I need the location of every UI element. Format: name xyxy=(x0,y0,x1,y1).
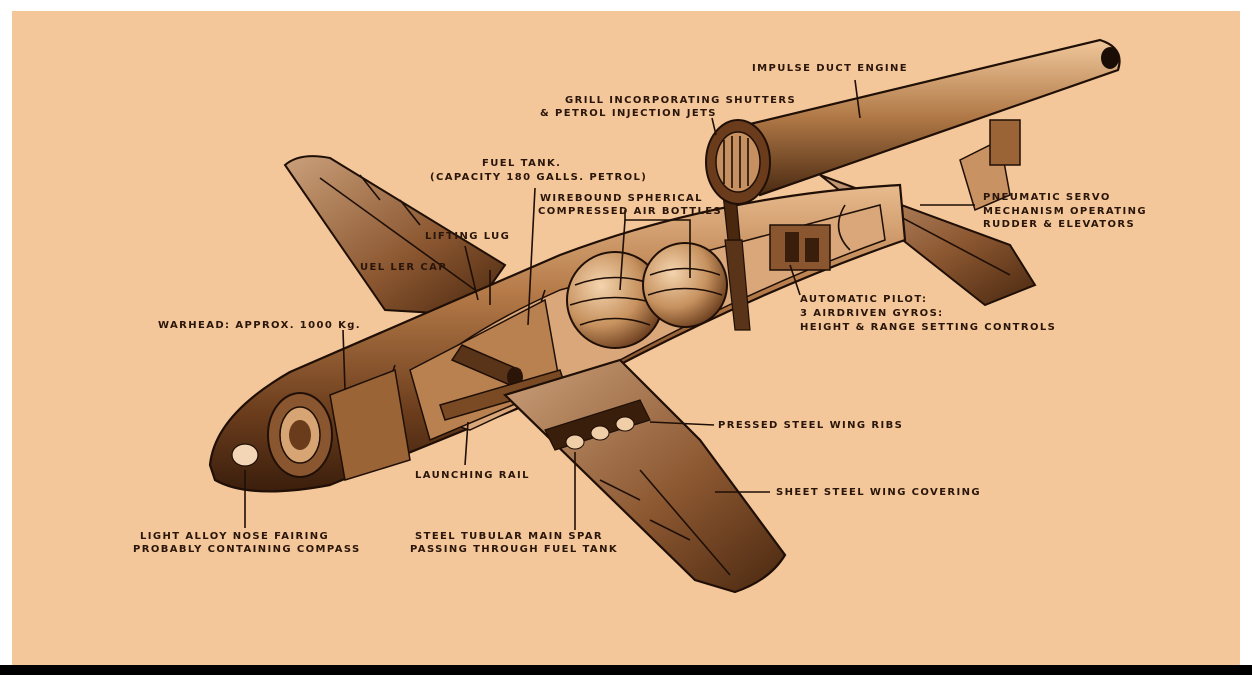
label-warhead: WARHEAD: APPROX. 1000 Kg. xyxy=(158,320,361,331)
label-fuel-filler-cap: UEL LER CAP xyxy=(360,262,447,273)
label-fuel-tank-line2: (CAPACITY 180 GALLS. PETROL) xyxy=(430,172,647,183)
pulse-jet-engine xyxy=(705,38,1121,205)
bottom-black-bar xyxy=(0,665,1252,675)
label-autopilot-line3: HEIGHT & RANGE SETTING CONTROLS xyxy=(800,322,1056,333)
air-bottles xyxy=(566,242,728,349)
label-fuel-tank-line1: FUEL TANK. xyxy=(482,158,561,169)
label-servo-line1: PNEUMATIC SERVO xyxy=(983,192,1111,203)
label-wing-covering: SHEET STEEL WING COVERING xyxy=(776,487,981,498)
label-spar-line1: STEEL TUBULAR MAIN SPAR xyxy=(415,531,603,542)
label-impulse-engine: IMPULSE DUCT ENGINE xyxy=(752,63,908,74)
label-wing-ribs: PRESSED STEEL WING RIBS xyxy=(718,420,903,431)
label-spar-line2: PASSING THROUGH FUEL TANK xyxy=(410,544,618,555)
label-nose-line2: PROBABLY CONTAINING COMPASS xyxy=(133,544,361,555)
lower-wing xyxy=(502,358,787,594)
leader-lines xyxy=(244,79,975,530)
label-servo-line3: RUDDER & ELEVATORS xyxy=(983,219,1135,230)
label-servo-line2: MECHANISM OPERATING xyxy=(983,206,1147,217)
label-launching-rail: LAUNCHING RAIL xyxy=(415,470,530,481)
label-nose-line1: LIGHT ALLOY NOSE FAIRING xyxy=(140,531,329,542)
label-grill-line1: GRILL INCORPORATING SHUTTERS xyxy=(565,95,796,106)
label-lifting-lug: LIFTING LUG xyxy=(425,231,510,242)
label-autopilot-line1: AUTOMATIC PILOT: xyxy=(800,294,927,305)
label-air-bottles-line2: COMPRESSED AIR BOTTLES xyxy=(538,206,722,217)
labels: IMPULSE DUCT ENGINE GRILL INCORPORATING … xyxy=(133,63,1147,555)
label-autopilot-line2: 3 AIRDRIVEN GYROS: xyxy=(800,308,944,319)
label-grill-line2: & PETROL INJECTION JETS xyxy=(540,108,717,119)
label-air-bottles-line1: WIREBOUND SPHERICAL xyxy=(540,193,703,204)
autopilot-unit xyxy=(724,224,831,331)
